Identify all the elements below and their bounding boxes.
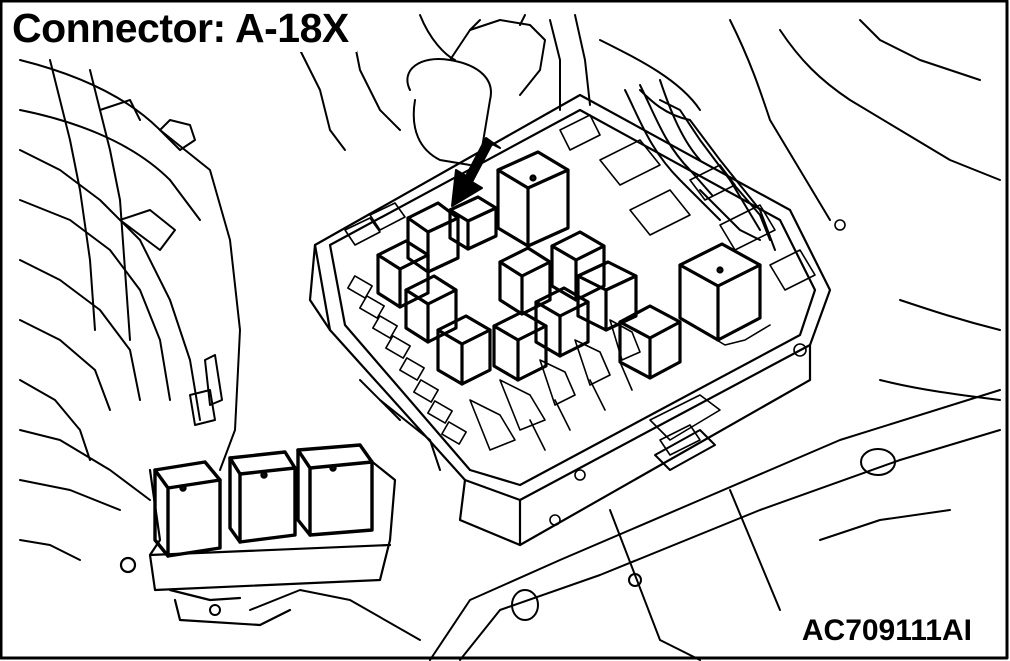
wire-harness — [624, 79, 771, 241]
relay — [228, 450, 297, 544]
external-relays — [153, 443, 374, 558]
left-shroud — [19, 59, 241, 561]
lower-chassis — [209, 379, 1001, 661]
relay — [296, 443, 374, 537]
relay — [618, 304, 682, 380]
box-relays — [376, 150, 762, 386]
relay — [534, 286, 590, 358]
relay — [498, 246, 552, 316]
relay-box — [308, 93, 832, 547]
relay-small-a18x — [448, 195, 498, 251]
relay — [496, 150, 570, 248]
relay — [576, 260, 638, 332]
fuse-rows — [344, 114, 846, 526]
relay-large — [678, 242, 762, 342]
connector-title: Connector: A-18X — [10, 6, 357, 52]
relay — [376, 239, 430, 309]
relay — [492, 310, 548, 382]
callout-arrow — [451, 137, 501, 207]
external-relay-block — [119, 458, 397, 627]
figure-id-label: AC709111AI — [797, 615, 976, 647]
relay — [436, 314, 492, 386]
relay — [153, 460, 222, 558]
relay — [404, 274, 458, 344]
